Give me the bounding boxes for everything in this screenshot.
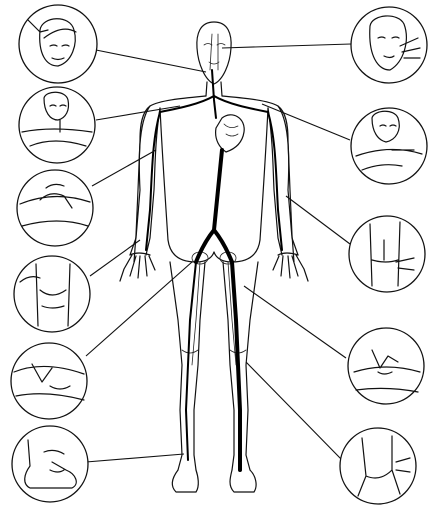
callout-femoral — [14, 256, 90, 332]
callout-radial — [349, 216, 425, 292]
callout-popliteal — [11, 343, 87, 419]
callout-carotid — [351, 7, 427, 83]
right-foot — [230, 470, 256, 492]
leader-lines — [86, 44, 351, 462]
heart — [216, 115, 245, 152]
callout-posterior-tibial — [348, 328, 424, 404]
left-foot — [172, 470, 198, 492]
right-hand — [273, 253, 308, 281]
pelvis — [168, 240, 260, 262]
callout-brachial — [17, 170, 93, 246]
head-outline — [197, 22, 231, 84]
callout-subclavian — [19, 87, 95, 163]
callout-temporal — [19, 5, 97, 83]
left-hand — [120, 253, 155, 281]
aorta — [196, 150, 232, 262]
callout-dorsalis-pedis-ankle — [340, 428, 416, 504]
callout-axillary — [351, 108, 427, 184]
callout-dorsalis-pedis-foot — [12, 426, 88, 502]
